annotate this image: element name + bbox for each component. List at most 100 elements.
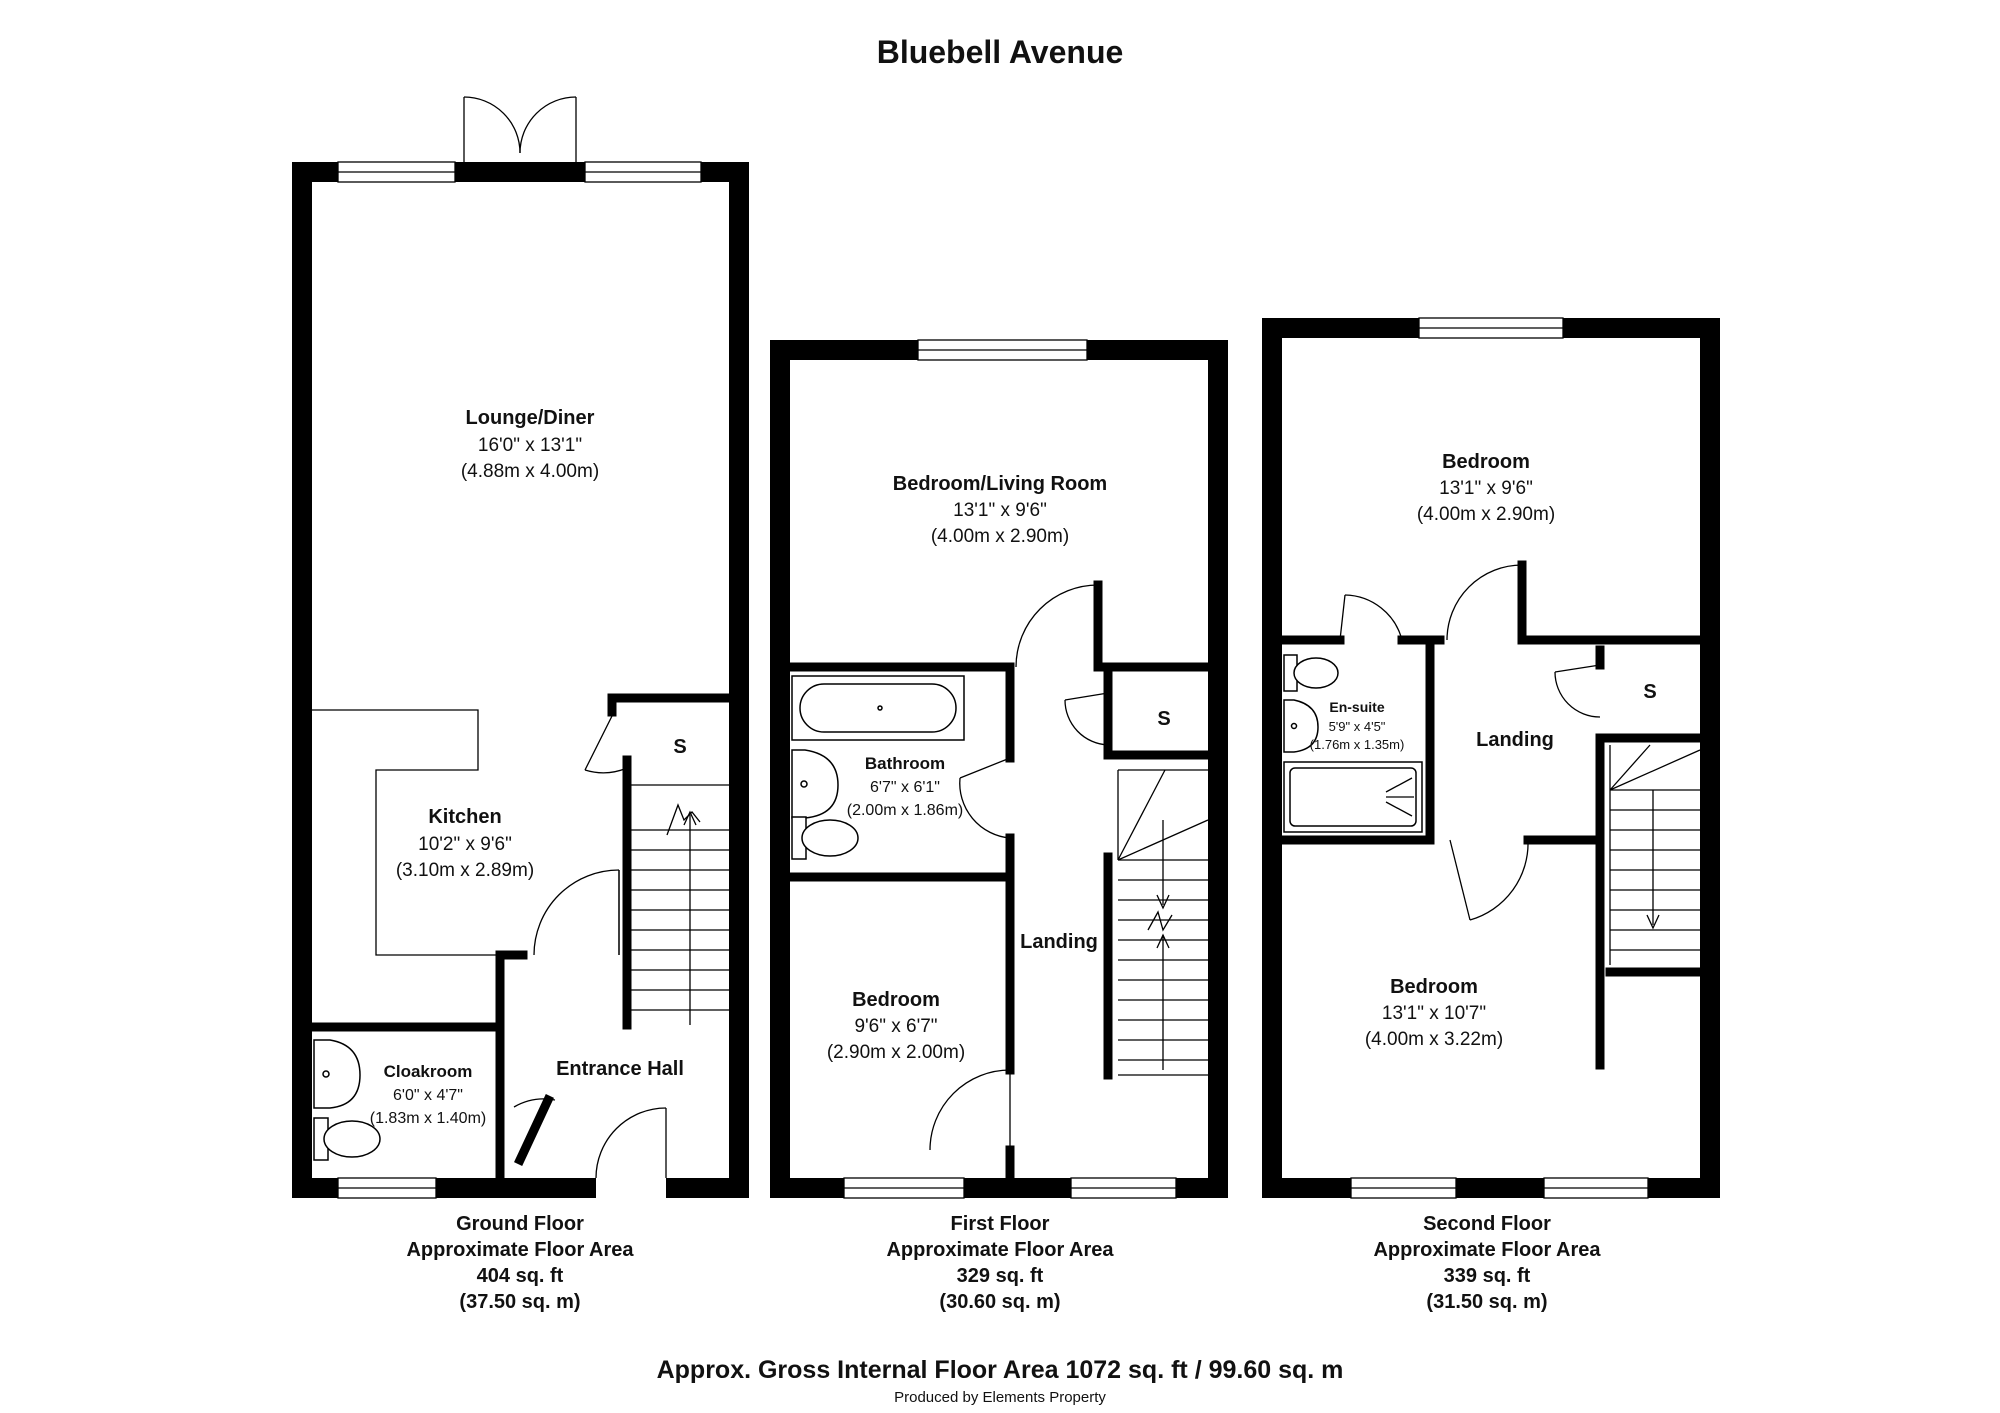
bedroom-door <box>1446 564 1523 641</box>
wall <box>292 162 312 1198</box>
second-floor-plan: Bedroom 13'1" x 9'6" (4.00m x 2.90m) En-… <box>1262 317 1720 1313</box>
ground-floor-plan: Lounge/Diner 16'0" x 13'1" (4.88m x 4.00… <box>292 96 749 1313</box>
wash-basin <box>1283 699 1319 753</box>
room-name-lounge-diner: Lounge/Diner <box>466 407 595 429</box>
kitchen-counter <box>312 709 500 956</box>
wall <box>1563 318 1720 338</box>
staircase <box>627 784 729 1025</box>
producer-credit: Produced by Elements Property <box>894 1389 1106 1406</box>
room-dimensions: (4.00m x 3.22m) <box>1365 1029 1503 1050</box>
room-dimensions: 10'2" x 9'6" <box>418 834 512 855</box>
front-door <box>595 1107 667 1179</box>
wall <box>666 1178 749 1198</box>
wall <box>770 1178 844 1198</box>
room-dimensions: (4.88m x 4.00m) <box>461 461 599 482</box>
toilet <box>1283 654 1339 692</box>
floor-area-sqm: (37.50 sq. m) <box>459 1291 580 1313</box>
wall <box>455 162 585 182</box>
room-dimensions: 13'1" x 9'6" <box>953 500 1047 521</box>
room-dimensions: 13'1" x 10'7" <box>1382 1003 1486 1024</box>
bedroom-door <box>929 1069 1011 1151</box>
gross-internal-area: Approx. Gross Internal Floor Area 1072 s… <box>657 1356 1344 1384</box>
french-doors <box>463 96 577 162</box>
internal-wall <box>514 1094 554 1166</box>
kitchen-door <box>533 869 620 956</box>
wash-basin <box>313 1039 361 1109</box>
wall <box>1648 1178 1720 1198</box>
floor-area-sqft: 339 sq. ft <box>1444 1265 1531 1287</box>
wall <box>292 1178 338 1198</box>
floor-area-sqm: (31.50 sq. m) <box>1426 1291 1547 1313</box>
wall <box>1208 340 1228 1198</box>
bathroom-door <box>959 757 1011 839</box>
room-name-bedroom: Bedroom <box>1442 451 1530 473</box>
room-name-entrance-hall: Entrance Hall <box>556 1058 684 1080</box>
floor-name: Ground Floor <box>456 1213 584 1235</box>
first-floor-plan: Bedroom/Living Room 13'1" x 9'6" (4.00m … <box>770 339 1228 1313</box>
wall <box>1087 340 1228 360</box>
cupboard-door <box>1554 664 1601 718</box>
cloakroom-door <box>513 1098 556 1108</box>
room-dimensions: 5'9" x 4'5" <box>1329 719 1386 734</box>
room-dimensions: 13'1" x 9'6" <box>1439 478 1533 499</box>
floor-name: Second Floor <box>1423 1213 1551 1235</box>
room-name-kitchen: Kitchen <box>428 806 501 828</box>
room-dimensions: (1.83m x 1.40m) <box>370 1110 486 1127</box>
bedroom-living-door <box>1015 584 1099 668</box>
wash-basin <box>791 749 839 819</box>
wall <box>729 162 749 1198</box>
floor-area-sqm: (30.60 sq. m) <box>939 1291 1060 1313</box>
toilet <box>313 1117 381 1161</box>
room-name-landing: Landing <box>1476 729 1554 751</box>
room-dimensions: 6'7" x 6'1" <box>870 779 940 796</box>
cupboard-door <box>1064 692 1109 746</box>
room-name-storage: S <box>673 736 686 758</box>
room-dimensions: 16'0" x 13'1" <box>478 435 582 456</box>
room-dimensions: 6'0" x 4'7" <box>393 1087 463 1104</box>
room-name-storage: S <box>1643 681 1656 703</box>
floor-area-sqft: 404 sq. ft <box>477 1265 564 1287</box>
room-dimensions: (2.90m x 2.00m) <box>827 1042 965 1063</box>
wall <box>701 162 749 182</box>
room-dimensions: (4.00m x 2.90m) <box>931 526 1069 547</box>
floor-area-label: Approximate Floor Area <box>1373 1239 1601 1261</box>
room-name-storage: S <box>1157 708 1170 730</box>
room-name-bedroom: Bedroom <box>852 989 940 1011</box>
room-dimensions: (2.00m x 1.86m) <box>847 802 963 819</box>
wall <box>1262 318 1419 338</box>
shower-tray <box>1283 761 1423 833</box>
wall <box>1176 1178 1228 1198</box>
room-name-bedroom: Bedroom <box>1390 976 1478 998</box>
staircase <box>1117 769 1209 1076</box>
en-suite-door <box>1339 594 1403 641</box>
floor-area-label: Approximate Floor Area <box>406 1239 634 1261</box>
wall <box>1700 318 1720 1198</box>
toilet <box>791 816 859 860</box>
floor-area-label: Approximate Floor Area <box>886 1239 1114 1261</box>
room-dimensions: (4.00m x 2.90m) <box>1417 504 1555 525</box>
wall <box>964 1178 1071 1198</box>
wall <box>1262 1178 1351 1198</box>
floor-area-sqft: 329 sq. ft <box>957 1265 1044 1287</box>
room-name-landing: Landing <box>1020 931 1098 953</box>
room-dimensions: 9'6" x 6'7" <box>854 1016 937 1037</box>
wall <box>292 162 338 182</box>
wall <box>770 340 790 1198</box>
wall <box>1262 318 1282 1198</box>
wall <box>770 340 918 360</box>
wall <box>1456 1178 1544 1198</box>
bathtub <box>791 675 965 741</box>
room-name-cloakroom: Cloakroom <box>384 1062 473 1081</box>
room-name-bathroom: Bathroom <box>865 754 945 773</box>
cupboard-door <box>584 711 628 774</box>
room-name-bedroom-living-room: Bedroom/Living Room <box>893 473 1107 495</box>
floor-name: First Floor <box>951 1213 1050 1235</box>
plan-title: Bluebell Avenue <box>877 34 1124 70</box>
bedroom-door <box>1449 839 1529 921</box>
room-dimensions: (3.10m x 2.89m) <box>396 860 534 881</box>
staircase <box>1609 744 1701 965</box>
room-dimensions: (1.76m x 1.35m) <box>1310 737 1405 752</box>
room-name-en-suite: En-suite <box>1329 699 1384 715</box>
wall <box>436 1178 596 1198</box>
